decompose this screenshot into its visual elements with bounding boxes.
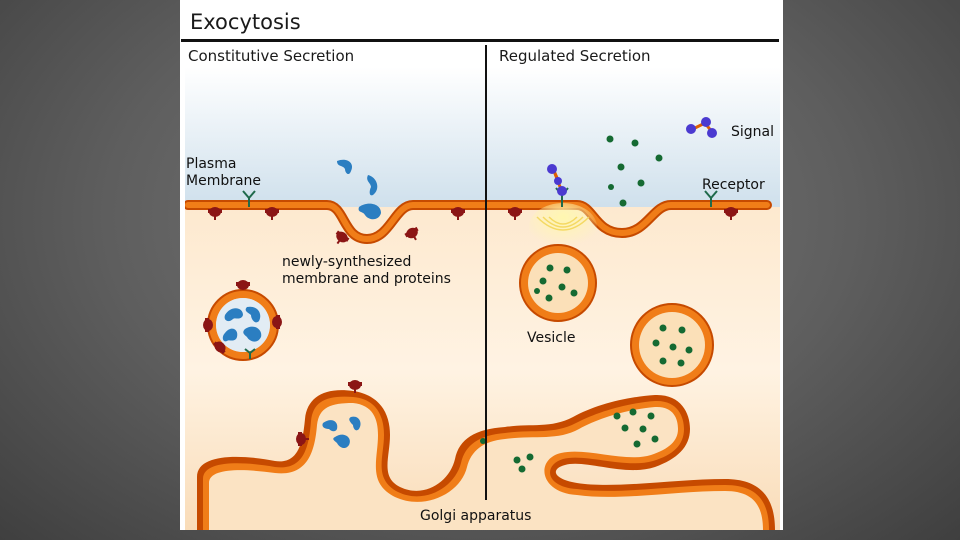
regulated-secretion-heading: Regulated Secretion [499, 47, 651, 65]
extracellular-space [185, 67, 780, 207]
signal-legend-molecule [686, 117, 717, 138]
newly-synthesized-label: newly-synthesized membrane and proteins [282, 254, 451, 288]
plasma-membrane-label: Plasma Membrane [186, 156, 261, 190]
bound-signal-molecule [547, 164, 567, 196]
released-proteins [337, 159, 381, 220]
constitutive-secretion-heading: Constitutive Secretion [188, 47, 355, 65]
slide-title: Exocytosis [190, 10, 301, 34]
regulated-vesicle-upper [519, 244, 597, 322]
calcium-ripple-arcs [536, 216, 590, 231]
title-rule [181, 39, 779, 42]
newly-synthesized-label-line2: membrane and proteins [282, 271, 451, 287]
vesicle-label: Vesicle [527, 330, 576, 346]
constitutive-vesicle [203, 280, 282, 361]
plasma-membrane-label-line2: Membrane [186, 173, 262, 189]
receptor-label: Receptor [702, 177, 765, 193]
column-divider [485, 45, 487, 500]
signal-label: Signal [731, 124, 775, 140]
newly-synthesized-label-line1: newly-synthesized [282, 254, 412, 270]
membrane-proteins [208, 207, 738, 245]
released-granules [606, 135, 663, 207]
exocytosis-diagram [185, 67, 780, 530]
plasma-membrane-label-line1: Plasma [186, 156, 237, 172]
regulated-vesicle-lower [630, 303, 714, 387]
golgi-apparatus-label: Golgi apparatus [420, 508, 532, 524]
